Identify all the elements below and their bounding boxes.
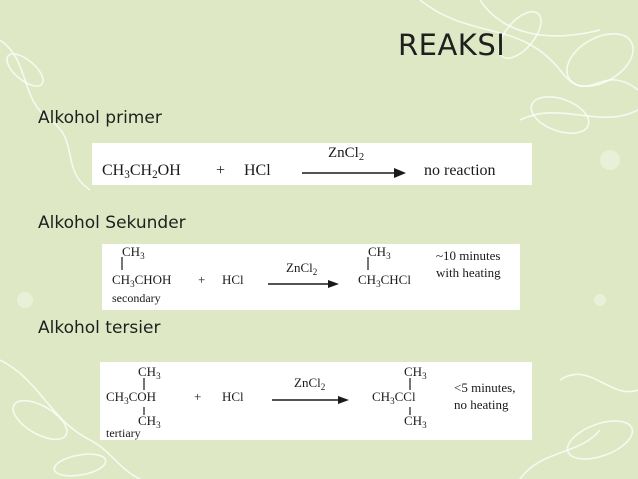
- reagent-hcl: HCl: [244, 162, 271, 179]
- product-secondary: CH3CHCl: [358, 272, 411, 289]
- equation-primary-arrow: [302, 168, 406, 178]
- reactant-tertiary-bottom: CH3: [138, 413, 161, 430]
- reactant-tertiary: CH3COH: [106, 389, 157, 406]
- reagent-hcl: HCl: [222, 389, 244, 404]
- label-tertiary: Alkohol tersier: [38, 318, 161, 338]
- label-primary: Alkohol primer: [38, 108, 162, 128]
- equation-tertiary: CH3 CH3COH CH3 tertiary + HCl ZnCl2 CH3 …: [100, 362, 532, 440]
- label-secondary: Alkohol Sekunder: [38, 213, 186, 233]
- plus-sign: +: [216, 162, 226, 179]
- product-tertiary: CH3CCl: [372, 389, 416, 406]
- condition-secondary-line1: ~10 minutes: [436, 248, 501, 263]
- product-secondary-ch3: CH3: [368, 244, 391, 261]
- equation-tertiary-arrow: [143, 378, 411, 415]
- equation-primary: CH3CH2OH + HCl ZnCl2 no reaction: [92, 143, 532, 185]
- reactant-secondary: CH3CHOH: [112, 272, 172, 289]
- condition-tertiary-line2: no heating: [454, 397, 509, 412]
- product-tertiary-top: CH3: [404, 364, 427, 381]
- catalyst-zncl2: ZnCl2: [328, 145, 365, 163]
- condition-secondary-line2: with heating: [436, 265, 501, 280]
- reagent-hcl: HCl: [222, 272, 244, 287]
- reactant-primary: CH3CH2OH: [102, 162, 181, 181]
- catalyst-zncl2: ZnCl2: [286, 260, 318, 277]
- product-tertiary-bottom: CH3: [404, 413, 427, 430]
- product-primary: no reaction: [424, 162, 496, 179]
- equation-secondary-arrow: [121, 257, 369, 288]
- equation-secondary: CH3 CH3CHOH secondary + HCl ZnCl2 CH3 CH…: [102, 244, 520, 310]
- reactant-tertiary-top: CH3: [138, 364, 161, 381]
- condition-tertiary-line1: <5 minutes,: [454, 380, 516, 395]
- reactant-secondary-type: secondary: [112, 291, 161, 305]
- reactant-secondary-ch3: CH3: [122, 244, 145, 261]
- catalyst-zncl2: ZnCl2: [294, 375, 326, 392]
- plus-sign: +: [198, 272, 206, 287]
- plus-sign: +: [194, 389, 202, 404]
- reactant-tertiary-type: tertiary: [106, 426, 141, 440]
- slide-title: REAKSI: [398, 28, 506, 62]
